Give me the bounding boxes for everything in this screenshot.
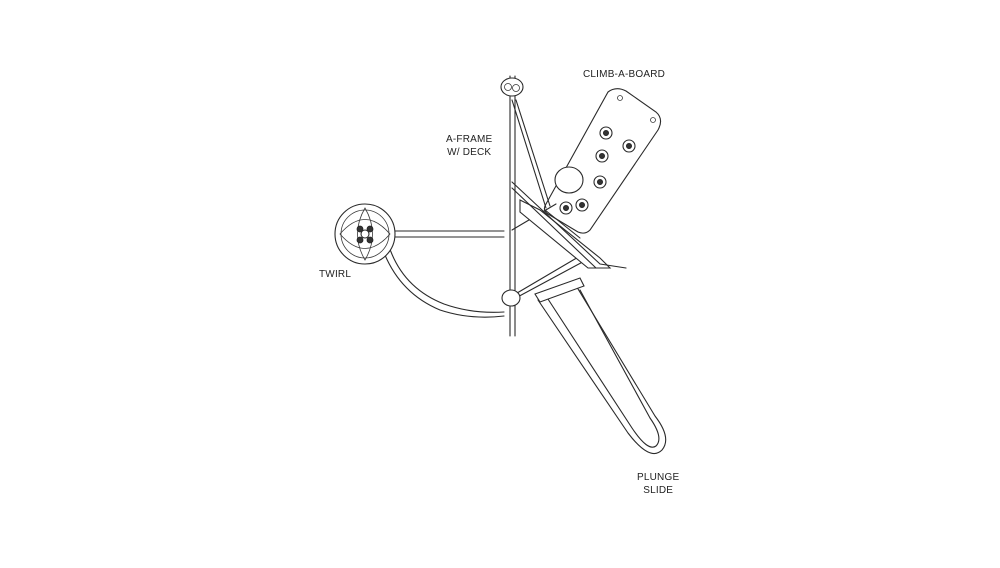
a-frame-label: A-FRAME W/ DECK xyxy=(446,134,493,158)
a-frame-deck xyxy=(500,75,627,337)
climb-a-board xyxy=(543,88,662,234)
plunge-slide xyxy=(534,277,667,454)
porthole xyxy=(554,166,584,194)
plunge-slide-label: PLUNGE SLIDE xyxy=(637,472,680,496)
twirl-label: TWIRL xyxy=(319,269,352,280)
climbing-holds xyxy=(559,126,636,215)
bottom-connector xyxy=(501,289,521,307)
climb-a-board-label: CLIMB-A-BOARD xyxy=(583,69,666,80)
twirl xyxy=(334,203,505,318)
